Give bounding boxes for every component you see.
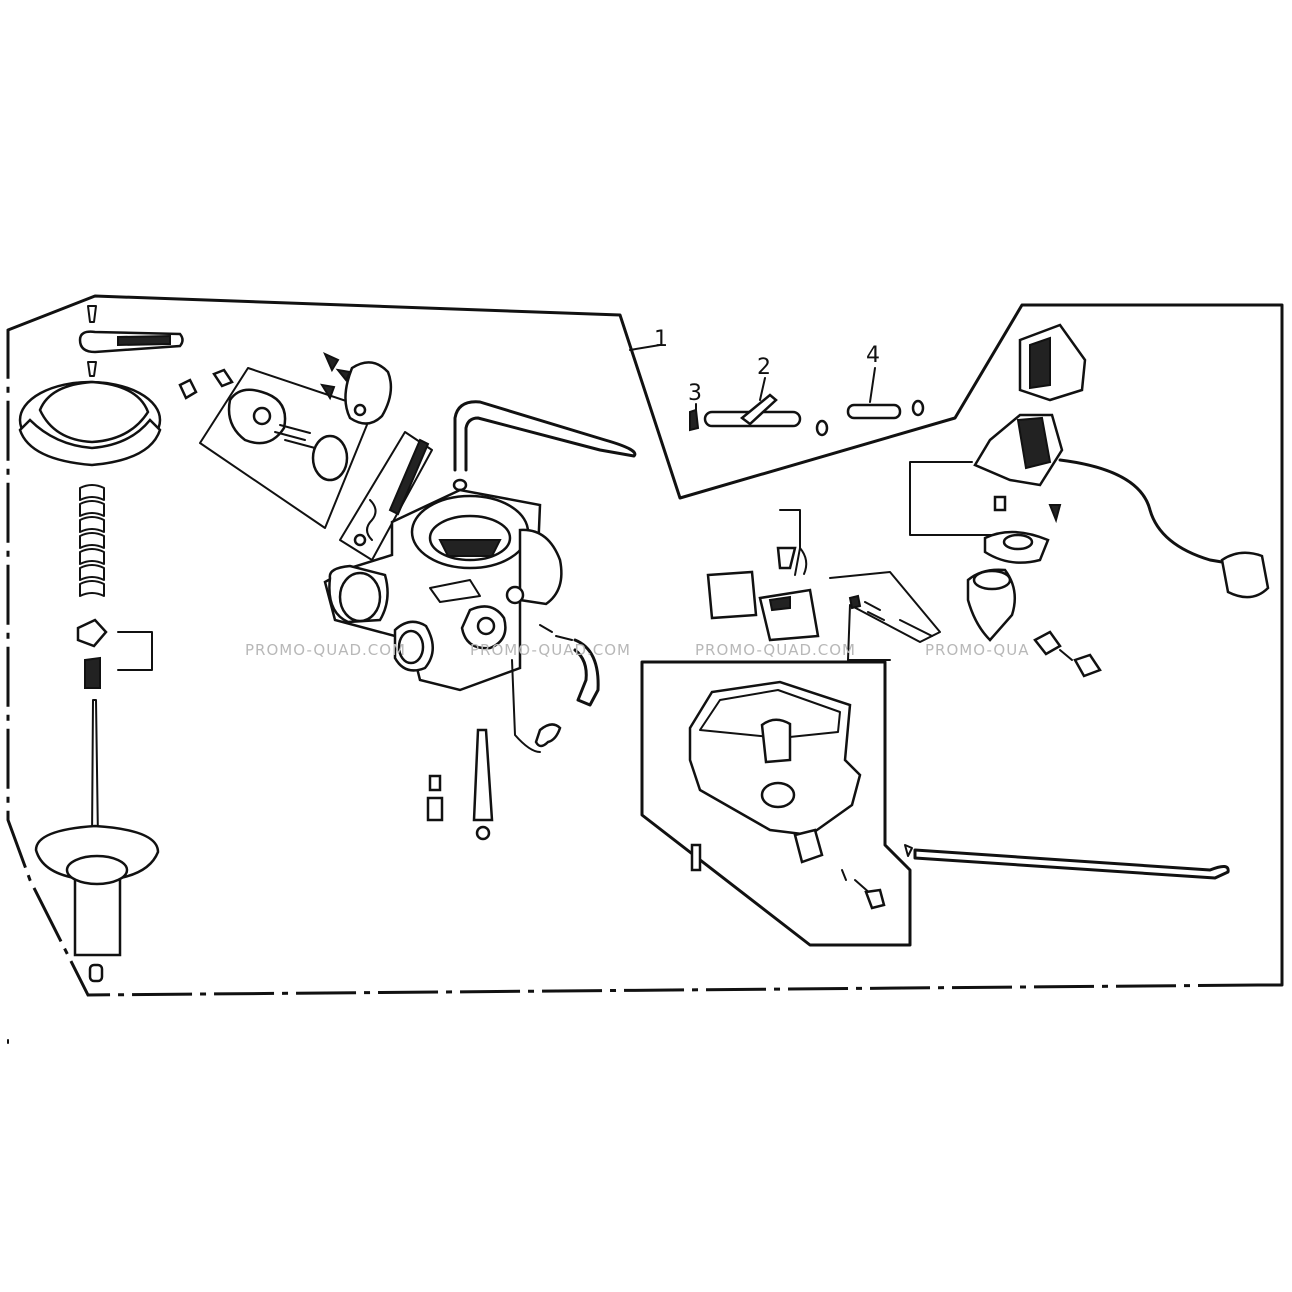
callout-3: 3 <box>688 381 702 406</box>
carburetor-body <box>323 488 563 692</box>
outer-frame <box>6 294 1284 997</box>
float-assembly <box>706 509 941 661</box>
pilot-screw-box <box>339 431 433 561</box>
watermark-1: PROMO-QUAD.COM <box>245 641 406 659</box>
watermark-4: PROMO-QUA <box>925 641 1029 659</box>
throttle-valve-assembly <box>18 305 184 983</box>
drain-hose <box>904 844 1230 880</box>
float-bowl <box>688 680 886 910</box>
kit-parts <box>689 367 925 437</box>
callout-1: 1 <box>654 327 668 352</box>
float-bowl-frame <box>640 660 912 947</box>
callout-2: 2 <box>757 355 771 380</box>
watermark-3: PROMO-QUAD.COM <box>695 641 856 659</box>
edge-marks <box>7 744 1283 1044</box>
watermark-2: PROMO-QUAD.COM <box>470 641 631 659</box>
body-fittings <box>426 624 600 841</box>
kit-box <box>629 344 661 351</box>
fuel-hose-top <box>452 400 637 492</box>
enrichener-box <box>178 351 393 529</box>
auto-choke-assembly <box>909 323 1270 678</box>
callout-4: 4 <box>866 343 880 368</box>
